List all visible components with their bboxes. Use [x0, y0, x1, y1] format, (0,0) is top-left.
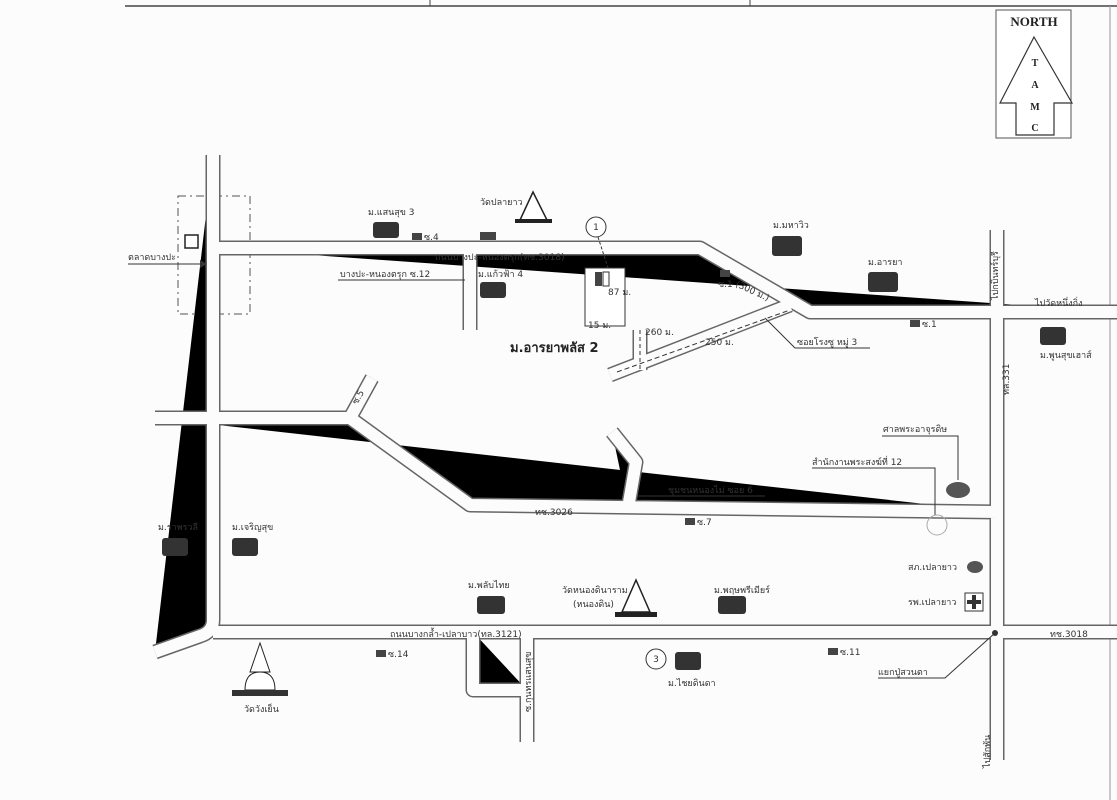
road-label-bottom: ถนนบางกล้ำ-เปลาบาว(ทล.3121)	[390, 627, 522, 640]
road-label-right: ทล.331	[1002, 364, 1012, 396]
project-site	[584, 236, 791, 373]
compass-letter: M	[1030, 102, 1040, 113]
village-icon	[772, 236, 802, 256]
road-label-main-top: ถนนบางปะ-หนองตรุก(ทช.3018)	[435, 253, 565, 263]
village-7-label: ม.เจริญสุข	[232, 522, 273, 533]
shrine-icon	[946, 482, 970, 498]
village-6-label: ม.ราพรวลี	[158, 522, 198, 533]
compass-letter: A	[1031, 80, 1039, 91]
temple-icon	[615, 578, 657, 617]
leader-line	[878, 632, 996, 679]
shelter-icon	[480, 232, 496, 240]
bus-stop-icon	[685, 518, 695, 525]
bus-stop-icon	[828, 648, 838, 655]
arrow-icon	[200, 260, 207, 268]
marker-1-label: 1	[593, 223, 599, 233]
stupa-icon	[232, 641, 288, 696]
distance-260m: 260 ม.	[645, 328, 674, 338]
seven-eleven-icon	[184, 234, 199, 249]
temple-mid-label: วัดหนองดินาราม	[562, 585, 628, 596]
compass-letter: T	[1032, 58, 1039, 69]
road-label-market: ตลาดบางปะ	[128, 253, 176, 263]
temple-icon	[515, 190, 552, 223]
road-label-to-bottom: ไปสักพัน	[982, 735, 993, 769]
temple-bottom-label: วัดวังเย็น	[244, 702, 279, 715]
bus-stop-icon	[412, 233, 422, 240]
village-3-label: ม.มหาวิว	[773, 220, 809, 231]
village-8-label: ม.พลับไทย	[468, 580, 510, 591]
village-10-label: ม.ไชยดินดา	[668, 678, 716, 689]
bus-stop-icon	[376, 650, 386, 657]
road-label-to-wat: ไปวัดหนึ่งกิ่ง	[1034, 296, 1082, 309]
leader-line	[882, 435, 959, 480]
road-label-soi-6: ชุมชนหนองไม่ ซอย 6	[668, 485, 753, 496]
road-label-to-kabin: ไปกบินทร์บุรี	[989, 251, 1001, 301]
village-5-label: ม.พูนสุขเฮาส์	[1040, 349, 1092, 361]
hospital-label: รพ.เปลายาว	[908, 598, 956, 608]
road-label-soi-12: บางปะ-หนองตรุก ซ.12	[340, 270, 430, 280]
shrine-label: ศาลพระอาจุรดิษ	[883, 424, 947, 435]
village-9-label: ม.พฤษพรีเมียร์	[714, 584, 770, 596]
marker-3-label: 3	[653, 655, 659, 665]
distance-15m: 15 ม.	[588, 321, 611, 331]
bus-stop-icon	[720, 270, 730, 277]
village-icon	[373, 222, 399, 238]
leader-line	[812, 467, 936, 515]
compass-letter: C	[1031, 123, 1038, 134]
police-icon	[967, 561, 983, 573]
road-label-side-bottom: ซ.กุนทรแสนสุข	[524, 652, 534, 712]
village-icon	[675, 652, 701, 670]
stop-label: ซ.11	[840, 648, 860, 658]
village-4-label: ม.อารยา	[868, 258, 902, 268]
road-label-3018: ทช.3018	[1050, 630, 1088, 640]
road-label-soi-3: ซอยโรงซู หมู่ 3	[797, 337, 857, 348]
temple-top-label: วัดปลายาว	[480, 198, 523, 208]
village-icon	[868, 272, 898, 292]
hospital-cross-icon	[964, 592, 984, 612]
stop-label: ซ.1	[718, 280, 733, 290]
office-label: สำนักงานพระสงฆ์ที่ 12	[812, 455, 902, 468]
village-icon	[480, 282, 506, 298]
distance-250m: 250 ม.	[705, 338, 734, 348]
bus-stop-icon	[910, 320, 920, 327]
junction-dot	[992, 630, 998, 636]
north-arrow-icon	[995, 9, 1074, 139]
road-network	[155, 155, 1117, 760]
marker-3	[645, 648, 667, 670]
stop-label: ซ.14	[388, 650, 409, 660]
junction-label: แยกปู่สวนตา	[878, 668, 928, 678]
road-label-middle: ทช.3026	[535, 508, 573, 518]
village-icon	[232, 538, 258, 556]
marker-1	[585, 216, 607, 238]
police-label: สภ.เปลายาว	[908, 563, 957, 573]
distance-87m: 87 ม.	[608, 288, 631, 298]
stop-label: ซ.7	[697, 518, 712, 528]
village-icon	[1040, 327, 1066, 345]
project-name: ม.อารยาพลัส 2	[510, 341, 599, 356]
office-icon	[926, 514, 948, 536]
temple-mid-sub: (หนองดิน)	[573, 599, 614, 610]
village-icon	[162, 538, 188, 556]
village-1-label: ม.แสนสุข 3	[368, 208, 414, 218]
leader-line	[764, 317, 796, 349]
stop-label: ซ.4	[424, 233, 439, 243]
village-icon	[477, 596, 505, 614]
stop-label: ซ.1	[922, 320, 937, 330]
village-icon	[718, 596, 746, 614]
compass-title: NORTH	[1010, 14, 1057, 29]
village-2-label: ม.แก้วฟ้า 4	[478, 269, 523, 280]
